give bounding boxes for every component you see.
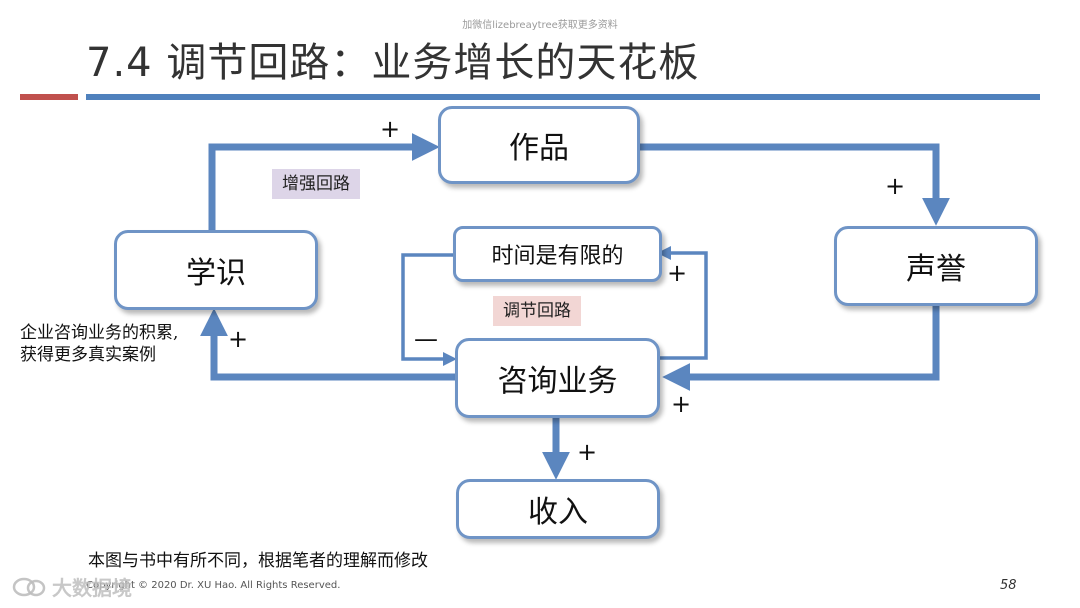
footnote: 本图与书中有所不同，根据笔者的理解而修改 [88,551,428,571]
sign-works-to-reputation: + [885,172,906,200]
reinforcing-loop-label: 增强回路 [272,169,360,199]
arrow-consulting-to-time [657,246,708,360]
bubble-logo-icon [12,577,46,596]
sign-time-to-consulting: — [414,325,438,353]
knowledge-note-line-1: 企业咨询业务的积累, [20,323,179,343]
arrow-reputation-to-consulting [662,306,940,391]
knowledge-note-line-2: 获得更多真实案例 [20,345,156,365]
node-consulting: 咨询业务 [455,338,660,418]
arrow-knowledge-to-works [208,133,440,230]
node-reputation: 声誉 [834,226,1038,306]
title-accent-red [20,94,78,100]
top-watermark: 加微信lizebreaytree获取更多资料 [462,20,618,31]
sign-reputation-to-consulting: + [671,390,692,418]
title-underline-blue [86,94,1040,100]
copyright-text: Copyright © 2020 Dr. XU Hao. All Rights … [86,580,341,591]
arrow-consulting-to-knowledge [200,308,455,381]
sign-consulting-to-knowledge: + [228,325,249,353]
sign-knowledge-to-works: + [380,115,401,143]
arrow-works-to-reputation [640,143,950,226]
slide-title: 7.4 调节回路：业务增长的天花板 [86,40,700,86]
balancing-loop-label: 调节回路 [493,296,581,326]
brand-watermark: 大数据境 [12,572,132,601]
node-knowledge: 学识 [114,230,318,310]
knowledge-note: 企业咨询业务的积累, 获得更多真实案例 [20,322,178,366]
arrow-time-to-consulting [401,253,457,366]
sign-consulting-to-time: + [667,259,688,287]
node-limited-time: 时间是有限的 [453,226,662,282]
node-works: 作品 [438,106,640,184]
brand-text: 大数据境 [52,576,132,600]
node-income: 收入 [456,479,660,539]
page-number: 58 [1000,578,1017,593]
sign-consulting-to-income: + [577,438,598,466]
